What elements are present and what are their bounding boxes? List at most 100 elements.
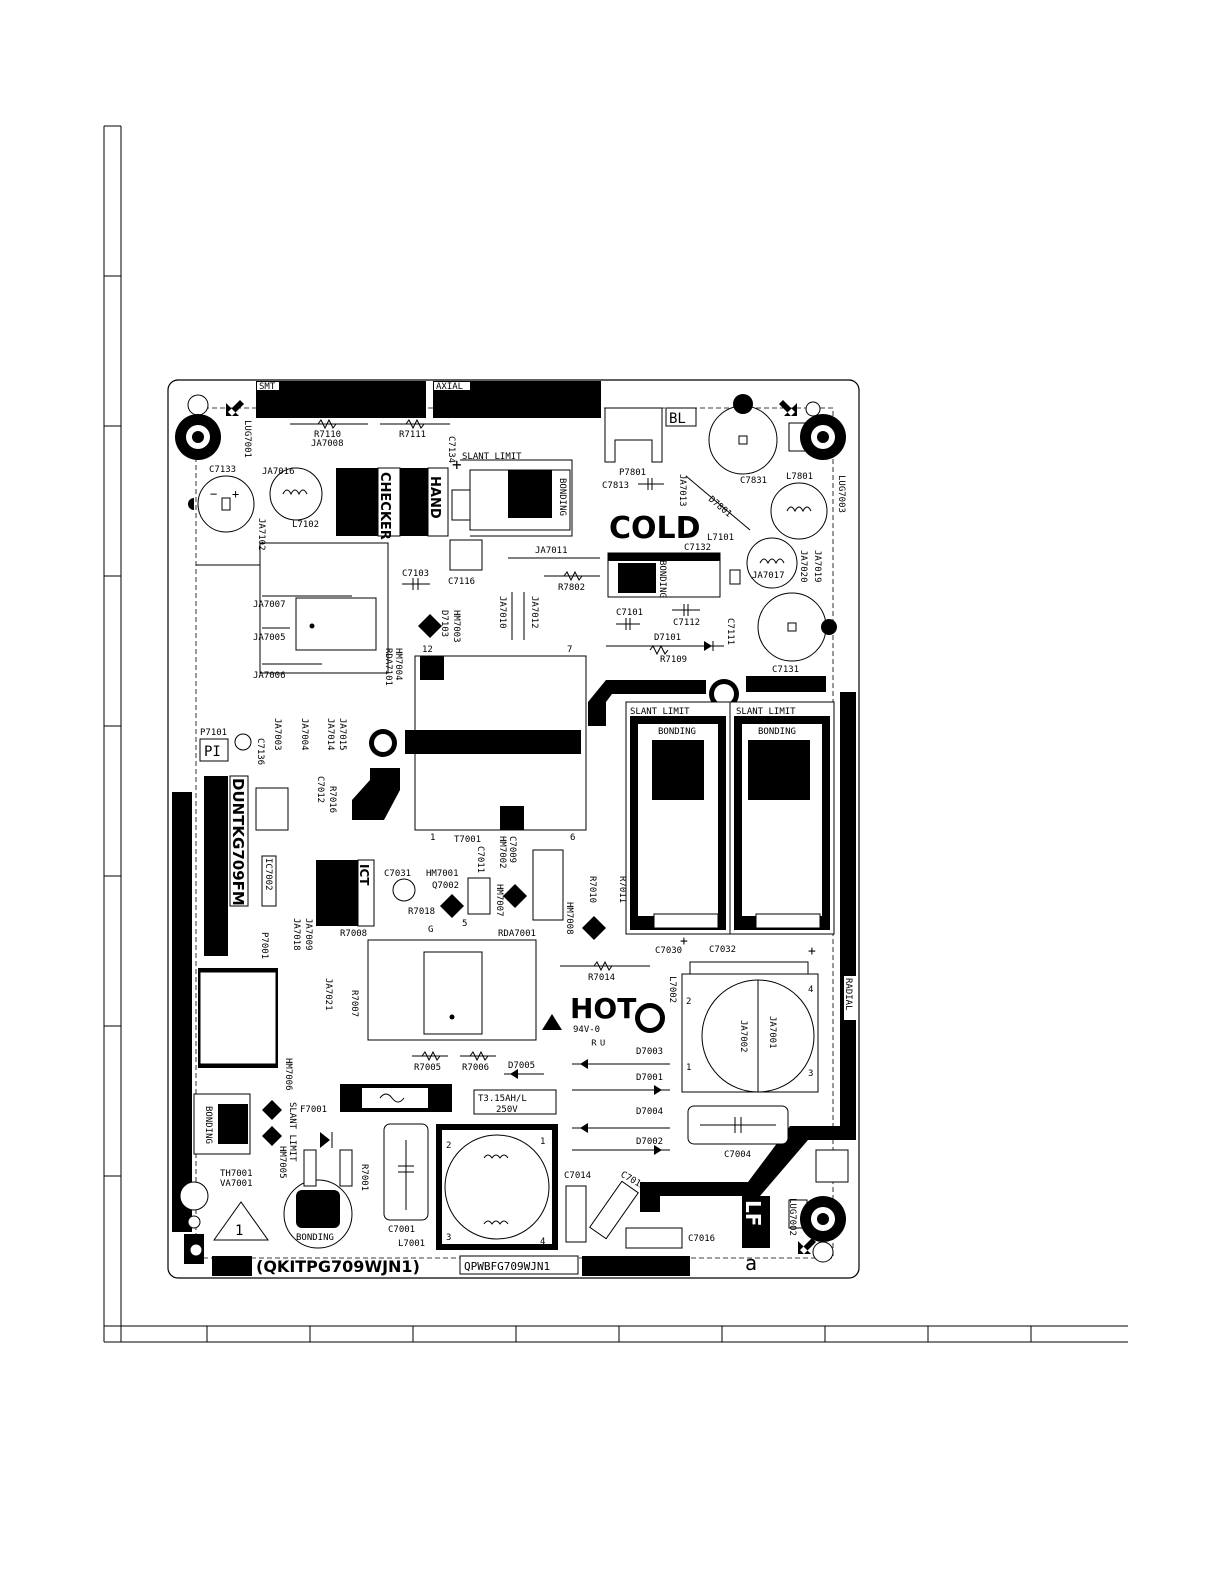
label-c7030: C7030 xyxy=(655,946,682,956)
label-d7801: D7801 xyxy=(706,495,733,520)
label-c7004: C7004 xyxy=(724,1150,751,1160)
resistor-r7014 xyxy=(560,960,650,972)
label-r7014: R7014 xyxy=(588,973,615,983)
capacitor-c7136 xyxy=(234,733,252,751)
label-ja7010: JA7010 xyxy=(497,596,507,629)
label-ja7017: JA7017 xyxy=(752,571,785,581)
pin-1-l7002: 1 xyxy=(686,1063,691,1073)
resistor-r7802 xyxy=(544,570,600,582)
label-p7801: P7801 xyxy=(619,468,646,478)
label-r7001: R7001 xyxy=(359,1164,369,1191)
label-rda7001: RDA7001 xyxy=(498,929,536,939)
transformer-t7001 xyxy=(405,655,587,831)
pin-3-l7002: 3 xyxy=(808,1069,813,1079)
pin-4-l7002: 4 xyxy=(808,985,813,995)
label-hm7001: HM7001 xyxy=(426,869,459,879)
label-ja7018: JA7018 xyxy=(291,918,301,951)
pin-1-l7001: 1 xyxy=(540,1137,545,1147)
part-number-left: (QKITPG709WJN1) xyxy=(256,1257,420,1276)
hand-block xyxy=(400,468,428,536)
label-ja7001: JA7001 xyxy=(767,1016,777,1049)
model-number-vertical: DUNTKG709FM xyxy=(229,778,247,906)
label-c7011: C7011 xyxy=(475,846,485,873)
bonding-c7032: BONDING xyxy=(758,727,796,737)
capacitor-c7132-block xyxy=(607,552,741,598)
label-hm7002: HM7002 xyxy=(497,836,507,869)
label-l7801: L7801 xyxy=(786,472,813,482)
label-lug7001: LUG7001 xyxy=(242,420,252,458)
ict-label: ICT xyxy=(357,864,371,886)
smt-header-bar xyxy=(256,381,426,418)
resistor-r7111 xyxy=(380,418,450,430)
bonding-th7001: BONDING xyxy=(203,1106,213,1144)
resistor-r7006 xyxy=(460,1050,496,1062)
label-c7133: C7133 xyxy=(209,465,236,475)
label-l7001: L7001 xyxy=(398,1239,425,1249)
label-c7031: C7031 xyxy=(384,869,411,879)
rectifier-d7103 xyxy=(418,614,442,638)
label-d7004: D7004 xyxy=(636,1107,663,1117)
transistor-hm7008 xyxy=(582,916,606,940)
choke-l7002 xyxy=(681,961,819,1093)
label-hm7006: HM7006 xyxy=(283,1058,293,1091)
inductor-l7102 xyxy=(269,467,323,521)
label-c7032: C7032 xyxy=(709,945,736,955)
diode-d7101 xyxy=(606,641,724,651)
capacitor-c7014 xyxy=(565,1185,587,1243)
slant-limit-th7001: SLANT LIMIT xyxy=(178,1092,188,1152)
label-r7011: R7011 xyxy=(617,876,627,903)
bonding-c7030: BONDING xyxy=(658,727,696,737)
pin-3-l7001: 3 xyxy=(446,1233,451,1243)
capacitor-c7032-block xyxy=(729,701,835,935)
label-ja7102: JA7102 xyxy=(256,518,266,551)
capacitor-c7016 xyxy=(625,1227,683,1249)
arrow-bottom-right xyxy=(798,1238,816,1254)
ic-footprint-left xyxy=(196,542,389,674)
svg-text:+: + xyxy=(232,487,239,501)
label-c7014: C7014 xyxy=(564,1171,591,1181)
label-c7103: C7103 xyxy=(402,569,429,579)
label-ja7012: JA7012 xyxy=(529,596,539,629)
pin-12: 12 xyxy=(422,645,433,655)
capacitor-c7134-block xyxy=(451,459,573,537)
label-ja7004: JA7004 xyxy=(299,718,309,751)
smt-label: SMT xyxy=(259,382,276,392)
label-c7111: C7111 xyxy=(725,618,735,645)
label-c7009: C7009 xyxy=(507,836,517,863)
capacitor-c7131 xyxy=(757,592,837,662)
label-ja7014: JA7014 xyxy=(325,718,335,751)
capacitor-c7030-block xyxy=(625,701,731,935)
label-l7102: L7102 xyxy=(292,520,319,530)
inductor-l7801 xyxy=(770,482,828,540)
label-ja7003: JA7003 xyxy=(272,718,282,751)
plus-c7030: + xyxy=(680,934,688,949)
label-c7012: C7012 xyxy=(315,776,325,803)
label-c7136: C7136 xyxy=(255,738,265,765)
lf-mark: LF xyxy=(741,1200,765,1226)
label-r7110: R7110 xyxy=(314,430,341,440)
varistor-bonding-block xyxy=(283,1132,353,1249)
inductor-l7101 xyxy=(746,537,798,589)
label-hm7004: HM7004 xyxy=(393,648,403,681)
label-ic7002: IC7002 xyxy=(263,858,273,891)
label-r7006: R7006 xyxy=(462,1063,489,1073)
label-f7001: F7001 xyxy=(300,1105,327,1115)
capacitor-c7133: − + xyxy=(188,475,255,533)
board-outline xyxy=(167,379,860,1279)
diode-d7004 xyxy=(572,1123,670,1133)
resistor-r7109 xyxy=(649,644,669,656)
diode-d7002 xyxy=(572,1145,670,1155)
pin-4-l7001: 4 xyxy=(540,1237,545,1247)
pin-g: G xyxy=(428,925,433,935)
bonding-c7134: BONDING xyxy=(557,478,567,516)
label-ja7008: JA7008 xyxy=(311,439,344,449)
capacitor-c7116 xyxy=(449,539,483,571)
label-c7134: C7134 xyxy=(446,436,456,463)
label-ja7021: JA7021 xyxy=(323,978,333,1011)
label-d7101: D7101 xyxy=(654,633,681,643)
label-r7008: R7008 xyxy=(340,929,367,939)
label-r7005: R7005 xyxy=(414,1063,441,1073)
part-number-right: QPWBFG709WJN1 xyxy=(464,1260,550,1273)
label-hm7005: HM7005 xyxy=(277,1146,287,1179)
